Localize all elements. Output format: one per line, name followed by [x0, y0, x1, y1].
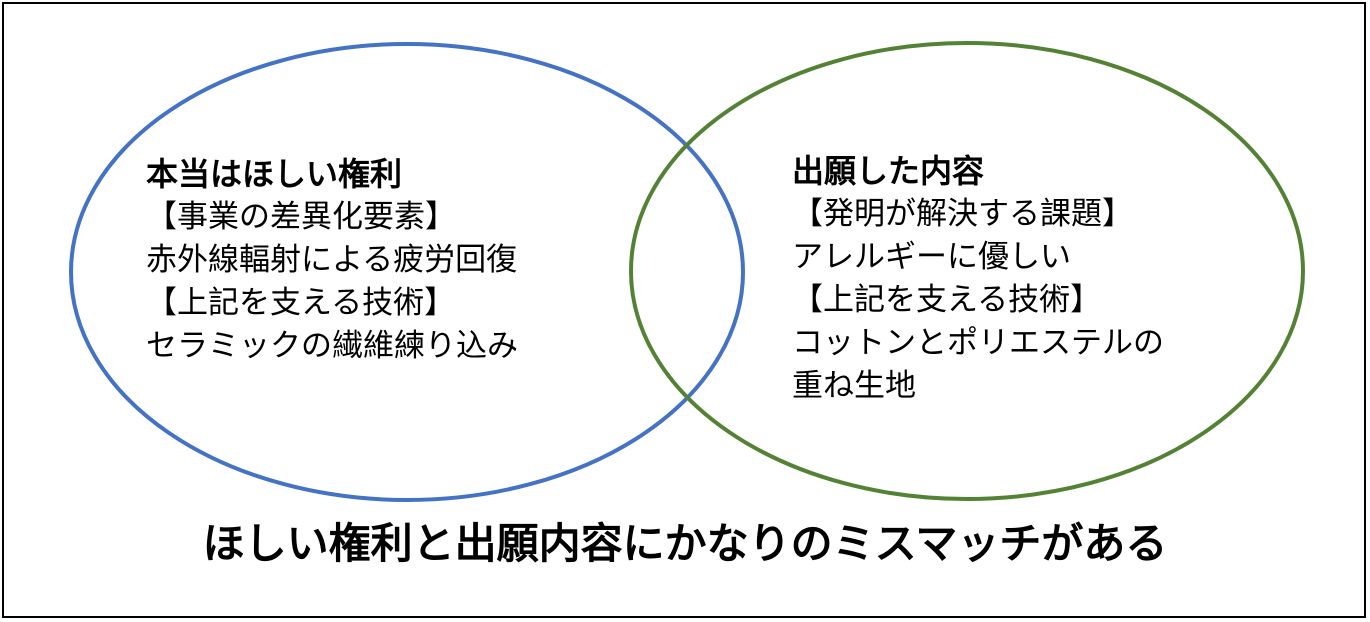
right-set-ellipse — [629, 41, 1305, 501]
right-set-title: 出願した内容 — [792, 152, 985, 190]
left-set-line: 赤外線輻射による疲労回復 — [146, 242, 518, 278]
right-set-line: コットンとポリエステルの — [792, 325, 1164, 361]
left-set-title: 本当はほしい権利 — [146, 155, 403, 193]
left-set-line: セラミックの繊維練り込み — [146, 328, 518, 364]
right-set-line: 【発明が解決する課題】 — [792, 196, 1133, 232]
left-set-line: 【上記を支える技術】 — [146, 285, 456, 321]
conclusion-text: ほしい権利と出願内容にかなりのミスマッチがある — [202, 519, 1168, 568]
right-set-line: 重ね生地 — [792, 368, 916, 404]
left-set-content: 本当はほしい権利 【事業の差異化要素】 赤外線輻射による疲労回復 【上記を支える… — [146, 153, 518, 368]
right-set-line: 【上記を支える技術】 — [792, 282, 1102, 318]
right-set-line: アレルギーに優しい — [792, 239, 1071, 275]
right-set-content: 出願した内容 【発明が解決する課題】 アレルギーに優しい 【上記を支える技術】 … — [792, 150, 1164, 408]
left-set-line: 【事業の差異化要素】 — [146, 199, 456, 235]
left-set-ellipse — [69, 42, 745, 502]
